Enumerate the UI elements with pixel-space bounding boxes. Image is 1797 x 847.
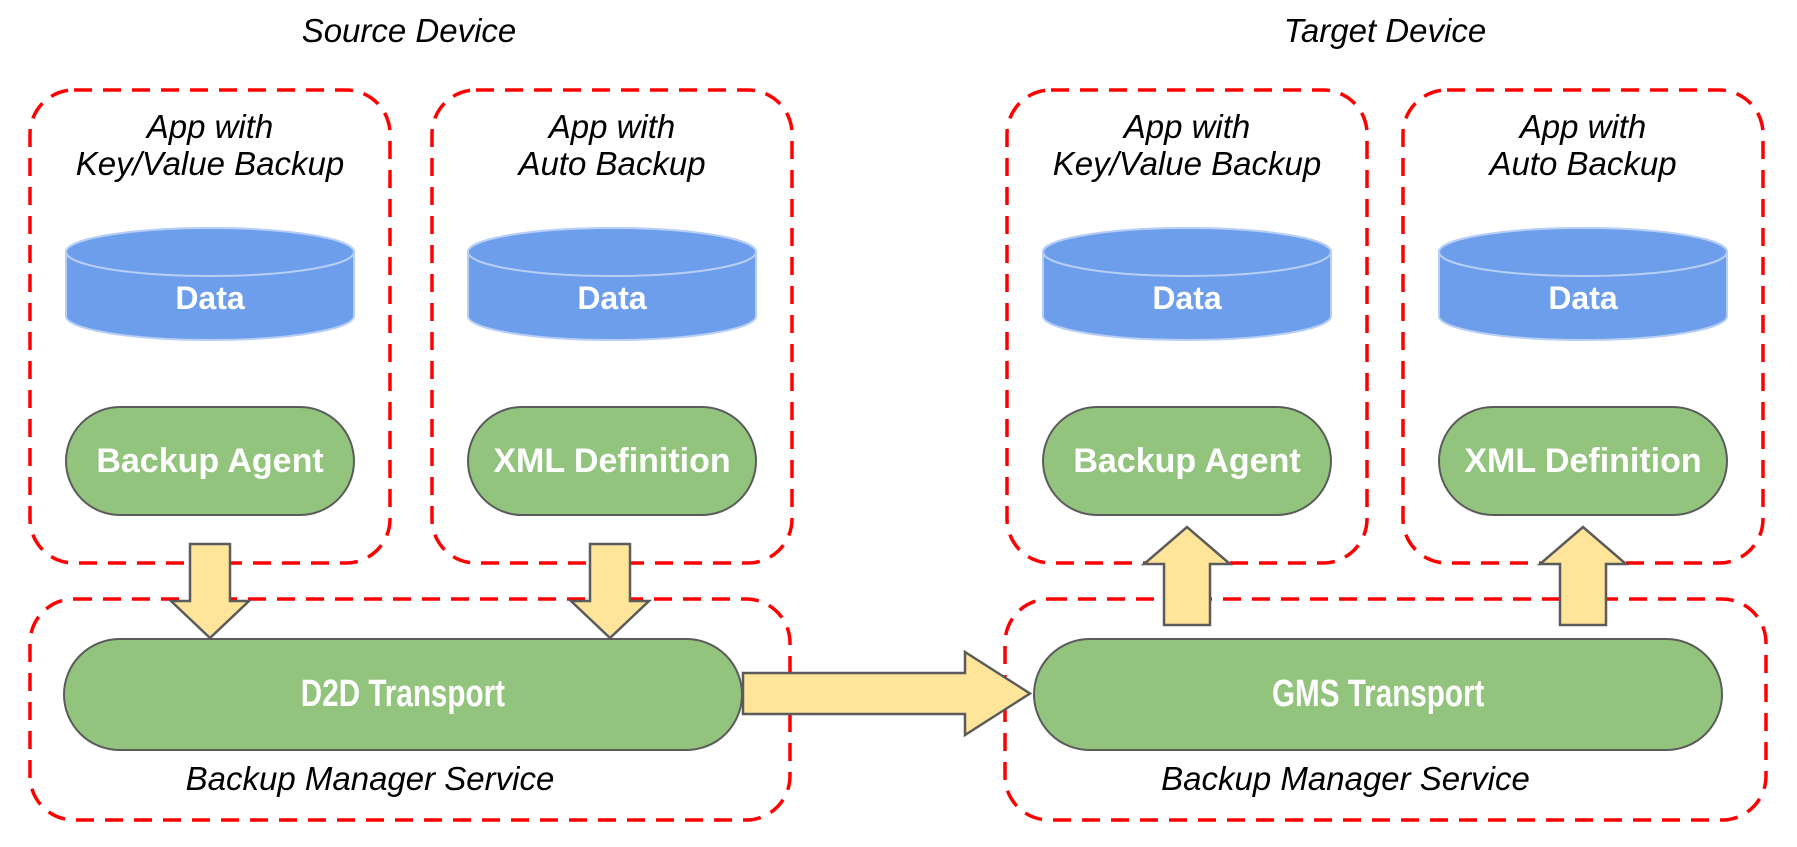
data-store-label: Data [1152,280,1222,316]
app-title-line2: Auto Backup [1489,145,1677,182]
database-cylinder-icon: Data [464,226,760,344]
source-device-title: Source Device [301,12,517,49]
target-auto-backup-app-box: App with Auto Backup Data XML Definition [1401,88,1765,565]
database-cylinder-icon: Data [1435,226,1731,344]
app-title-line1: App with [146,108,274,145]
app-title-line2: Key/Value Backup [1052,145,1322,182]
backup-manager-service-label: Backup Manager Service [1161,760,1530,797]
app-title-line1: App with [1519,108,1647,145]
down-arrow-xml-definition-to-d2d-icon [567,542,653,640]
app-title-line2: Key/Value Backup [75,145,345,182]
app-box-title: App with Auto Backup [430,108,794,182]
source-keyvalue-app-box: App with Key/Value Backup Data Backup Ag… [28,88,392,565]
d2d-transport-pill: D2D Transport [63,638,743,751]
app-title-line2: Auto Backup [518,145,706,182]
data-store-label: Data [175,280,245,316]
database-cylinder-icon: Data [62,226,358,344]
app-box-title: App with Key/Value Backup [28,108,392,182]
backup-agent-pill: Backup Agent [1042,406,1332,516]
data-store-label: Data [1548,280,1618,316]
app-box-title: App with Key/Value Backup [1005,108,1369,182]
app-title-line1: App with [1123,108,1251,145]
target-device-title: Target Device [1283,12,1487,49]
gms-transport-pill: GMS Transport [1033,638,1723,751]
transport-label: GMS Transport [1271,673,1485,715]
right-arrow-d2d-to-gms-icon [741,649,1033,738]
backup-agent-pill: Backup Agent [65,406,355,516]
source-backup-manager-service-box: D2D Transport Backup Manager Service [28,597,792,822]
up-arrow-gms-to-xml-definition-icon [1536,525,1630,627]
xml-definition-pill: XML Definition [467,406,757,516]
database-cylinder-icon: Data [1039,226,1335,344]
source-auto-backup-app-box: App with Auto Backup Data XML Definition [430,88,794,565]
data-store-label: Data [577,280,647,316]
dashed-border [28,597,792,822]
transport-label: D2D Transport [300,673,506,715]
up-arrow-gms-to-backup-agent-icon [1140,525,1234,627]
backup-manager-service-label: Backup Manager Service [185,760,555,797]
xml-definition-pill: XML Definition [1438,406,1728,516]
target-backup-manager-service-box: GMS Transport Backup Manager Service [1003,597,1768,822]
app-title-line1: App with [548,108,676,145]
target-keyvalue-app-box: App with Key/Value Backup Data Backup Ag… [1005,88,1369,565]
app-box-title: App with Auto Backup [1401,108,1765,182]
down-arrow-backup-agent-to-d2d-icon [167,542,253,640]
